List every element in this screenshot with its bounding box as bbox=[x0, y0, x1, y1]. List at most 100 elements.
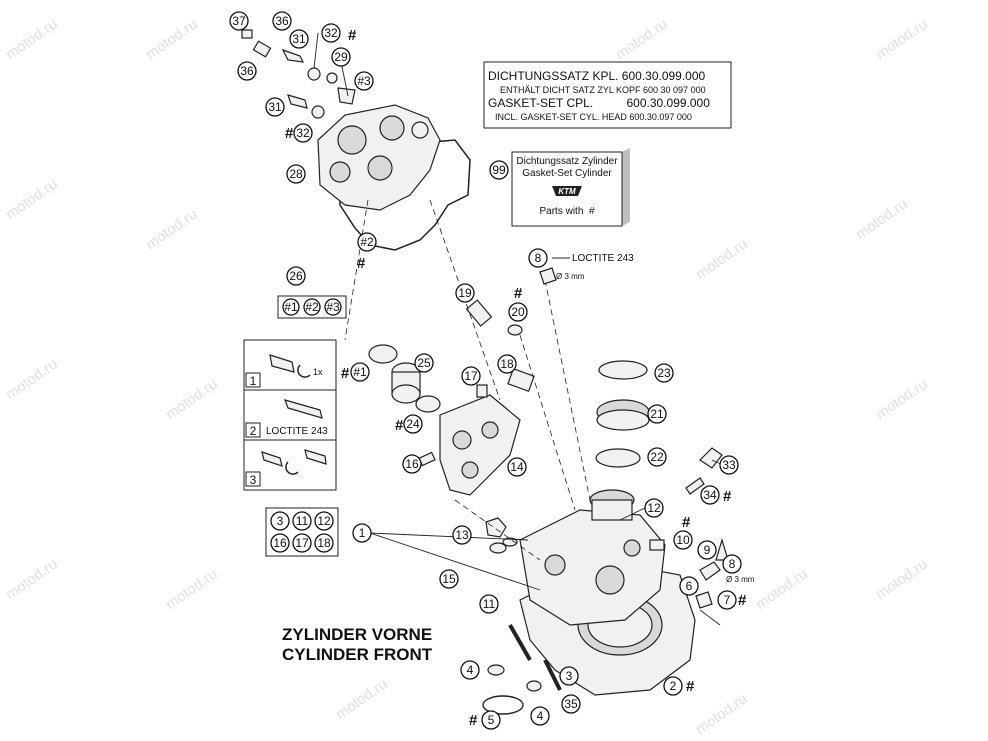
svg-text:35: 35 bbox=[564, 697, 578, 711]
callout-36: 36 bbox=[272, 11, 292, 31]
svg-text:26: 26 bbox=[289, 269, 303, 283]
callout-8: 8 bbox=[528, 248, 548, 268]
watermark: motod.ru bbox=[3, 355, 61, 403]
loctite-top-label: LOCTITE 243 bbox=[572, 253, 634, 264]
cylinder-kit-line3: Parts with # bbox=[539, 206, 594, 217]
group-26-box: #1 #2 #3 bbox=[277, 295, 347, 319]
callout-23: 23 bbox=[654, 363, 674, 383]
callout-2: 2 bbox=[663, 676, 683, 696]
svg-text:3: 3 bbox=[566, 669, 573, 683]
svg-text:#3: #3 bbox=[357, 74, 371, 88]
svg-text:5: 5 bbox=[488, 713, 495, 727]
svg-text:#: # bbox=[469, 712, 478, 729]
callout-19: 19 bbox=[455, 283, 475, 303]
svg-text:24: 24 bbox=[406, 417, 420, 431]
svg-text:14: 14 bbox=[510, 460, 524, 474]
step-2-label: 2 bbox=[250, 424, 257, 438]
brand-logo: KTM bbox=[558, 187, 576, 196]
callout-16: 16 bbox=[402, 454, 422, 474]
svg-text:21: 21 bbox=[650, 407, 664, 421]
svg-text:19: 19 bbox=[458, 286, 472, 300]
callout-35: 35 bbox=[561, 694, 581, 714]
svg-text:#: # bbox=[682, 514, 691, 531]
callout-9: 9 bbox=[697, 540, 717, 560]
callout-29: 29 bbox=[331, 47, 351, 67]
svg-text:2: 2 bbox=[670, 679, 677, 693]
valve-cover-gasket bbox=[339, 139, 471, 251]
callout-24: 24 bbox=[403, 414, 423, 434]
svg-text:#2: #2 bbox=[360, 235, 374, 249]
svg-text:4: 4 bbox=[467, 663, 474, 677]
callout-21: 21 bbox=[647, 404, 667, 424]
group-1-item: 11 bbox=[296, 514, 309, 528]
loctite-notes: LOCTITE 243 Ø 3 mm Ø 3 mm bbox=[539, 253, 755, 584]
callout-8b: 8 bbox=[722, 554, 742, 574]
svg-text:10: 10 bbox=[676, 533, 690, 547]
gasket-kit-line1: DICHTUNGSSATZ KPL. 600.30.099.000 bbox=[488, 69, 706, 83]
svg-text:12: 12 bbox=[647, 501, 661, 515]
callout-15: 15 bbox=[439, 569, 459, 589]
svg-text:#1: #1 bbox=[353, 365, 367, 379]
svg-text:36: 36 bbox=[275, 14, 289, 28]
callout-1: 1 bbox=[352, 523, 372, 543]
callout-hash1: #1 bbox=[350, 362, 370, 382]
callout-25: 25 bbox=[414, 353, 434, 373]
svg-text:#: # bbox=[341, 365, 350, 382]
svg-text:6: 6 bbox=[686, 579, 693, 593]
callout-31b: 31 bbox=[265, 97, 285, 117]
gasket-kit-line2: ENTHÄLT DICHT SATZ ZYL KOPF 600 30 097 0… bbox=[500, 85, 706, 95]
svg-text:31: 31 bbox=[268, 100, 282, 114]
svg-text:22: 22 bbox=[650, 450, 664, 464]
svg-text:29: 29 bbox=[334, 50, 348, 64]
watermark: motod.ru bbox=[163, 565, 221, 613]
callout-12: 12 bbox=[644, 498, 664, 518]
svg-text:8: 8 bbox=[729, 557, 736, 571]
cylinder-kit-line1: Dichtungssatz Zylinder bbox=[516, 156, 618, 167]
group-1-item: 12 bbox=[317, 514, 331, 528]
middle-parts bbox=[368, 299, 723, 496]
gasket-kit-line3: GASKET-SET CPL. 600.30.099.000 bbox=[488, 96, 710, 110]
callout-33: 33 bbox=[719, 455, 739, 475]
cylinder-kit-line2: Gasket-Set Cylinder bbox=[522, 168, 612, 179]
callout-22: 22 bbox=[647, 447, 667, 467]
svg-text:99: 99 bbox=[492, 163, 506, 177]
callout-11: 11 bbox=[479, 594, 499, 614]
callout-5: 5 bbox=[481, 710, 501, 730]
callout-31: 31 bbox=[289, 29, 309, 49]
callout-26: 26 bbox=[286, 266, 306, 286]
group-1-item: 16 bbox=[273, 536, 287, 550]
callout-13: 13 bbox=[452, 525, 472, 545]
svg-text:#: # bbox=[395, 417, 404, 434]
group-1-item: 18 bbox=[317, 536, 331, 550]
loctite-right-diameter: Ø 3 mm bbox=[726, 575, 755, 584]
svg-text:28: 28 bbox=[289, 167, 303, 181]
callout-37: 37 bbox=[229, 11, 249, 31]
svg-text:#: # bbox=[357, 255, 366, 272]
svg-text:13: 13 bbox=[455, 528, 469, 542]
group-26-item: #2 bbox=[305, 300, 319, 314]
group-1-item: 3 bbox=[277, 514, 284, 528]
callout-4: 4 bbox=[460, 660, 480, 680]
watermark: motod.ru bbox=[753, 565, 811, 613]
step-1-label: 1 bbox=[250, 374, 257, 388]
callout-99: 99 bbox=[489, 160, 509, 180]
loctite-top-diameter: Ø 3 mm bbox=[556, 272, 585, 281]
leader-lines bbox=[313, 32, 724, 591]
watermark: motod.ru bbox=[333, 675, 391, 723]
install-steps-panel: 1 1x 2 LOCTITE 243 3 bbox=[243, 339, 337, 491]
diagram-title-line2: CYLINDER FRONT bbox=[282, 645, 433, 664]
callout-18: 18 bbox=[497, 354, 517, 374]
svg-text:15: 15 bbox=[442, 572, 456, 586]
svg-text:11: 11 bbox=[483, 597, 496, 611]
svg-text:1: 1 bbox=[359, 526, 366, 540]
callout-6: 6 bbox=[679, 576, 699, 596]
valve-cover-assembly bbox=[241, 29, 471, 251]
callouts: 37 36 32 31 29 #3 36 31 32 28 #2 26 19 2… bbox=[229, 11, 742, 730]
svg-text:25: 25 bbox=[417, 356, 431, 370]
svg-text:32: 32 bbox=[324, 26, 338, 40]
step-2-note: LOCTITE 243 bbox=[266, 426, 328, 437]
callout-14: 14 bbox=[507, 457, 527, 477]
gasket-kit-line4: INCL. GASKET-SET CYL. HEAD 600.30.097 00… bbox=[495, 112, 692, 122]
callout-3: 3 bbox=[559, 666, 579, 686]
